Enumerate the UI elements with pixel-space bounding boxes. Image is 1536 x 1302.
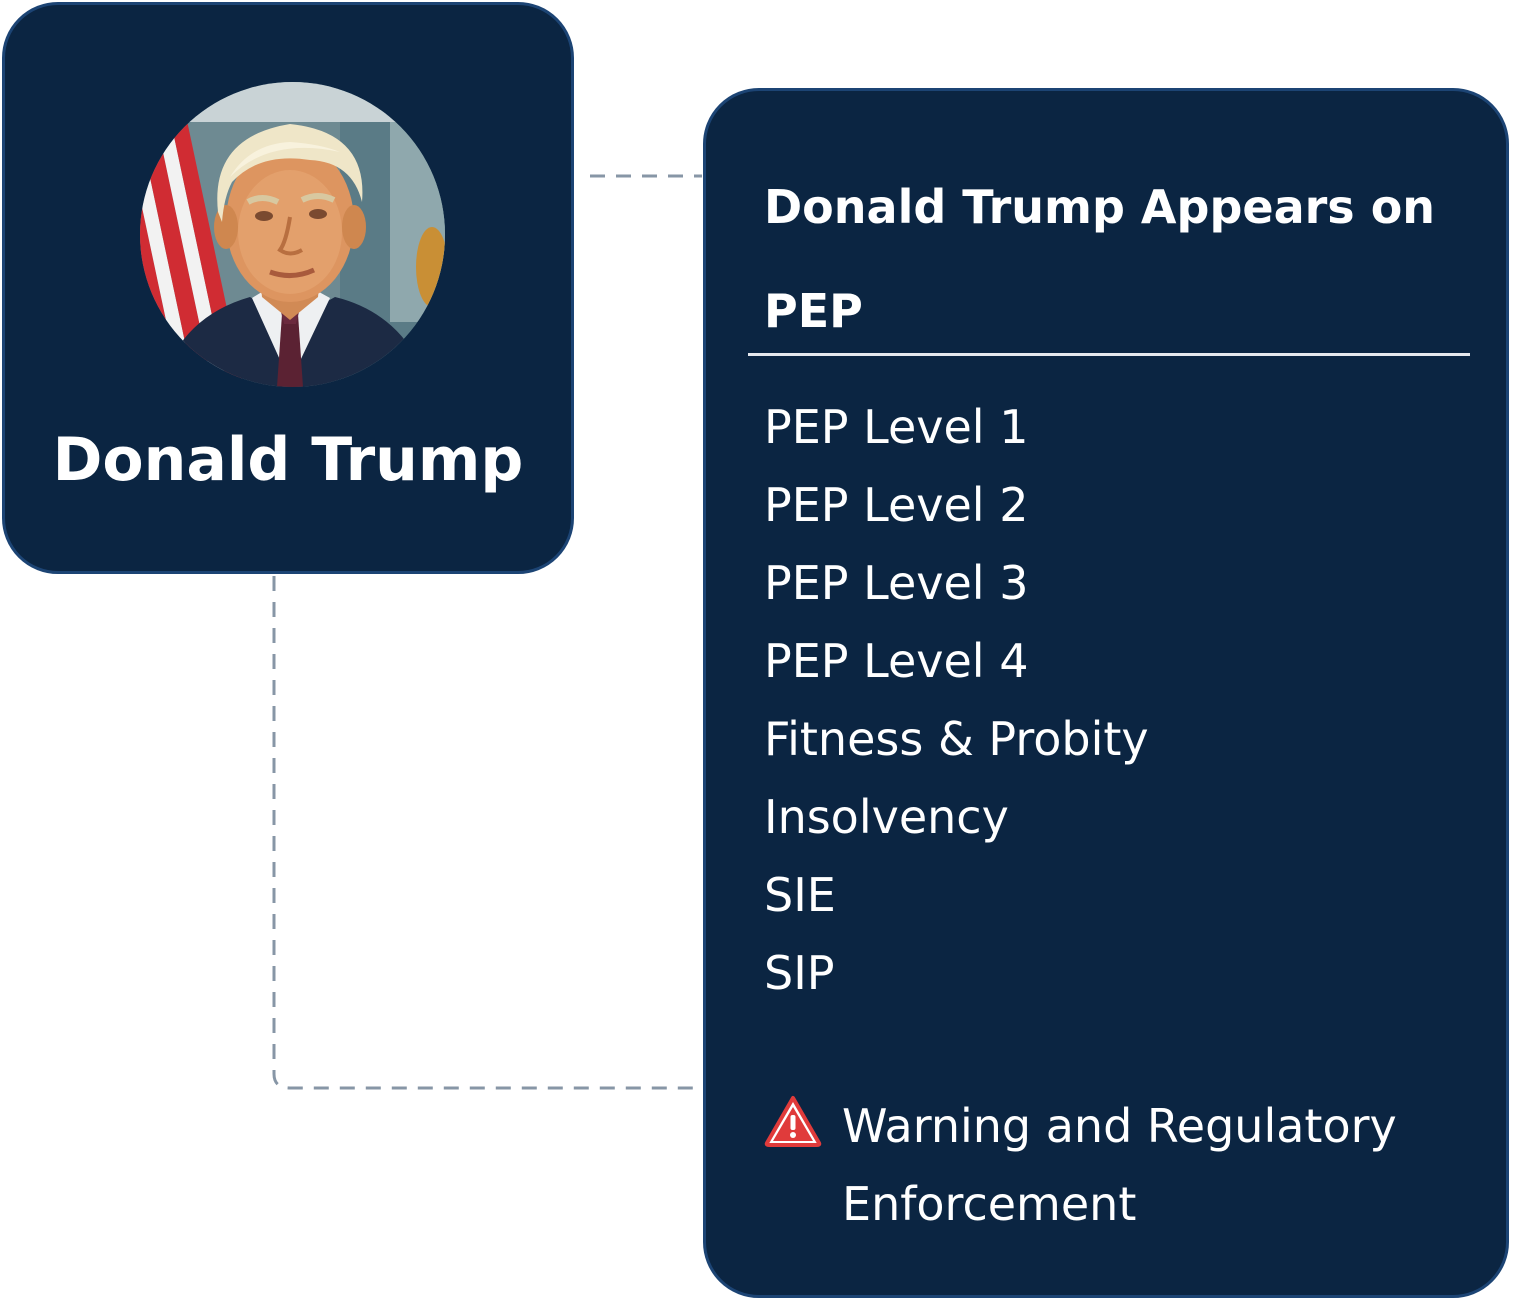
heading-divider (748, 353, 1470, 356)
list-item: Insolvency (764, 790, 1009, 844)
list-item: SIP (764, 946, 835, 1000)
profile-card: Donald Trump (2, 2, 574, 574)
warning-label-line2: Enforcement (842, 1177, 1137, 1231)
list-item: PEP Level 3 (764, 556, 1029, 610)
list-item: PEP Level 2 (764, 478, 1029, 532)
panel-heading-line1: Donald Trump Appears on (764, 180, 1436, 234)
profile-name: Donald Trump (52, 425, 524, 495)
list-items: PEP Level 1 PEP Level 2 PEP Level 3 PEP … (764, 388, 1149, 1012)
list-item: PEP Level 1 (764, 400, 1029, 454)
list-item: SIE (764, 868, 836, 922)
warning-label-line1: Warning and Regulatory (842, 1099, 1397, 1153)
result-panel: Donald Trump Appears on PEP PEP Level 1 … (703, 88, 1509, 1298)
warning-item: Warning and Regulatory Enforcement (764, 1087, 1484, 1247)
warning-triangle-icon (764, 1096, 822, 1147)
panel-heading-line2: PEP (764, 284, 863, 338)
warning-label: Warning and Regulatory Enforcement (842, 1087, 1482, 1243)
panel-heading: Donald Trump Appears on PEP (764, 155, 1484, 363)
connector-bottom (272, 576, 702, 1090)
profile-avatar (140, 82, 445, 387)
list-item: PEP Level 4 (764, 634, 1029, 688)
list-item: Fitness & Probity (764, 712, 1149, 766)
avatar-image (140, 82, 445, 387)
